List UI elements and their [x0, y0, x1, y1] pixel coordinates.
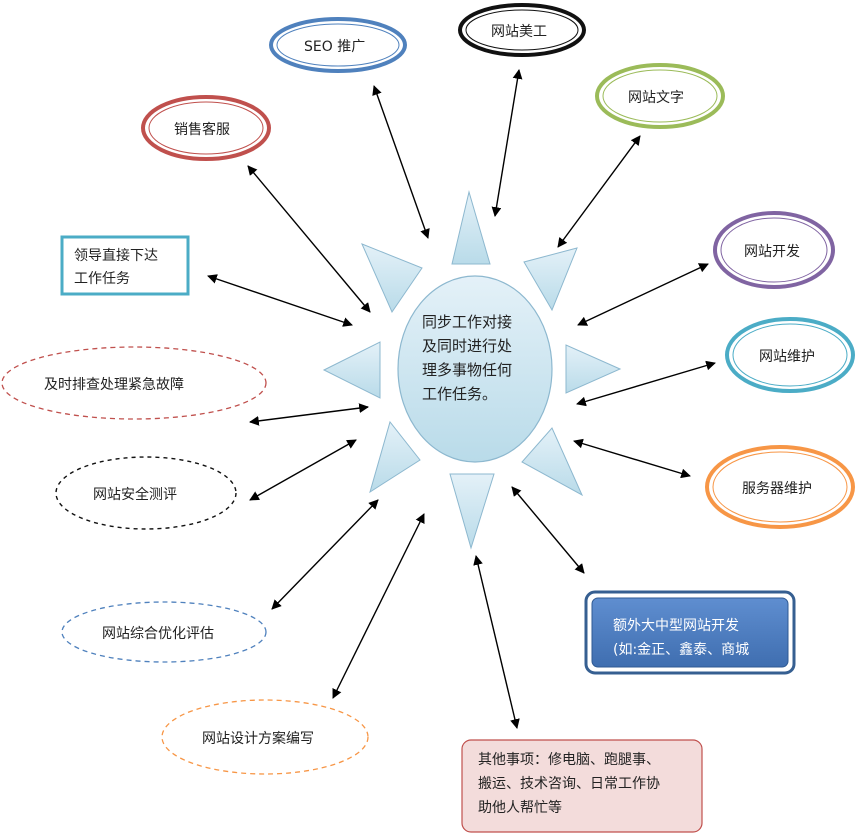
- dev-node-inner: [720, 217, 828, 283]
- arrow-security: [249, 439, 357, 501]
- maint-node-outer: [725, 317, 855, 393]
- lead-line-2: 工作任务: [74, 271, 130, 287]
- seo-label: SEO 推广: [304, 39, 366, 55]
- ray-e: [565, 344, 622, 394]
- arrow-seo-eval: [271, 499, 379, 610]
- center-line-4: 工作任务。: [422, 385, 498, 403]
- server-node-inner: [712, 451, 848, 523]
- art-node-inner: [465, 9, 579, 51]
- center-text: 同步工作对接 及同时进行处 理多事物任何 工作任务。: [422, 310, 512, 406]
- arrow-seo: [372, 85, 430, 239]
- other-node-box: [461, 739, 703, 833]
- seo-eval-label: 网站综合优化评估: [102, 626, 214, 642]
- lead-line-1: 领导直接下达: [74, 248, 158, 264]
- maint-label: 网站维护: [759, 349, 815, 365]
- other-label: 其他事项：修电脑、跑腿事、 搬运、技术咨询、日常工作协 助他人帮忙等: [478, 748, 660, 820]
- security-label: 网站安全测评: [93, 487, 177, 503]
- center-line-1: 同步工作对接: [422, 313, 513, 331]
- art-node-outer: [458, 3, 586, 57]
- seo-eval-node: [61, 601, 267, 663]
- center-line-3: 理多事物任何: [422, 361, 513, 379]
- arrow-other: [473, 555, 520, 729]
- lead-label: 领导直接下达 工作任务: [74, 245, 158, 291]
- ray-nw: [361, 243, 423, 314]
- other-line-1: 其他事项：修电脑、跑腿事、: [478, 752, 660, 768]
- fault-node: [1, 346, 267, 420]
- arrow-server: [573, 438, 691, 479]
- dev-node-outer: [713, 211, 835, 289]
- seo-node-outer: [269, 17, 407, 73]
- extra-label: 额外大中型网站开发 (如:金正、鑫泰、商城: [613, 614, 749, 662]
- server-label: 服务器维护: [742, 481, 812, 497]
- ray-w: [322, 341, 381, 399]
- sales-node-outer: [141, 95, 271, 161]
- maint-node-inner: [732, 323, 848, 387]
- plan-label: 网站设计方案编写: [202, 731, 314, 747]
- arrow-lead: [207, 274, 353, 327]
- seo-node-inner: [276, 23, 400, 67]
- server-node-outer: [705, 445, 855, 529]
- ray-ne: [523, 247, 578, 312]
- ray-n: [451, 190, 491, 265]
- arrows: [207, 69, 716, 729]
- arrow-maint: [576, 360, 716, 407]
- node-shapes: [1, 3, 855, 833]
- arrow-fault: [249, 403, 369, 426]
- copy-node-inner: [602, 69, 718, 123]
- arrow-copy: [557, 135, 641, 248]
- extra-line-2: (如:金正、鑫泰、商城: [613, 642, 750, 658]
- sales-node-inner: [148, 101, 264, 155]
- other-line-3: 助他人帮忙等: [478, 800, 562, 816]
- sun-rays: [322, 190, 622, 550]
- security-node: [55, 456, 237, 530]
- arrow-plan: [332, 513, 425, 699]
- other-line-2: 搬运、技术咨询、日常工作协: [478, 776, 660, 792]
- arrow-dev: [577, 263, 709, 326]
- ray-sw: [369, 420, 421, 494]
- extra-line-1: 额外大中型网站开发: [613, 618, 739, 634]
- sales-label: 销售客服: [174, 122, 230, 138]
- copy-label: 网站文字: [628, 90, 684, 106]
- arrow-sales: [247, 165, 371, 313]
- ray-s: [449, 473, 495, 550]
- copy-node-outer: [595, 63, 725, 129]
- art-label: 网站美工: [491, 24, 547, 40]
- ray-se: [521, 427, 584, 497]
- center-line-2: 及同时进行处: [422, 337, 513, 355]
- extra-node-inner: [591, 597, 789, 668]
- plan-node: [161, 699, 369, 775]
- arrow-extra: [511, 486, 585, 574]
- fault-label: 及时排查处理紧急故障: [44, 377, 184, 393]
- sun-center: [397, 275, 553, 463]
- dev-label: 网站开发: [744, 244, 800, 260]
- lead-node-box: [60, 235, 190, 296]
- arrow-art: [491, 69, 523, 217]
